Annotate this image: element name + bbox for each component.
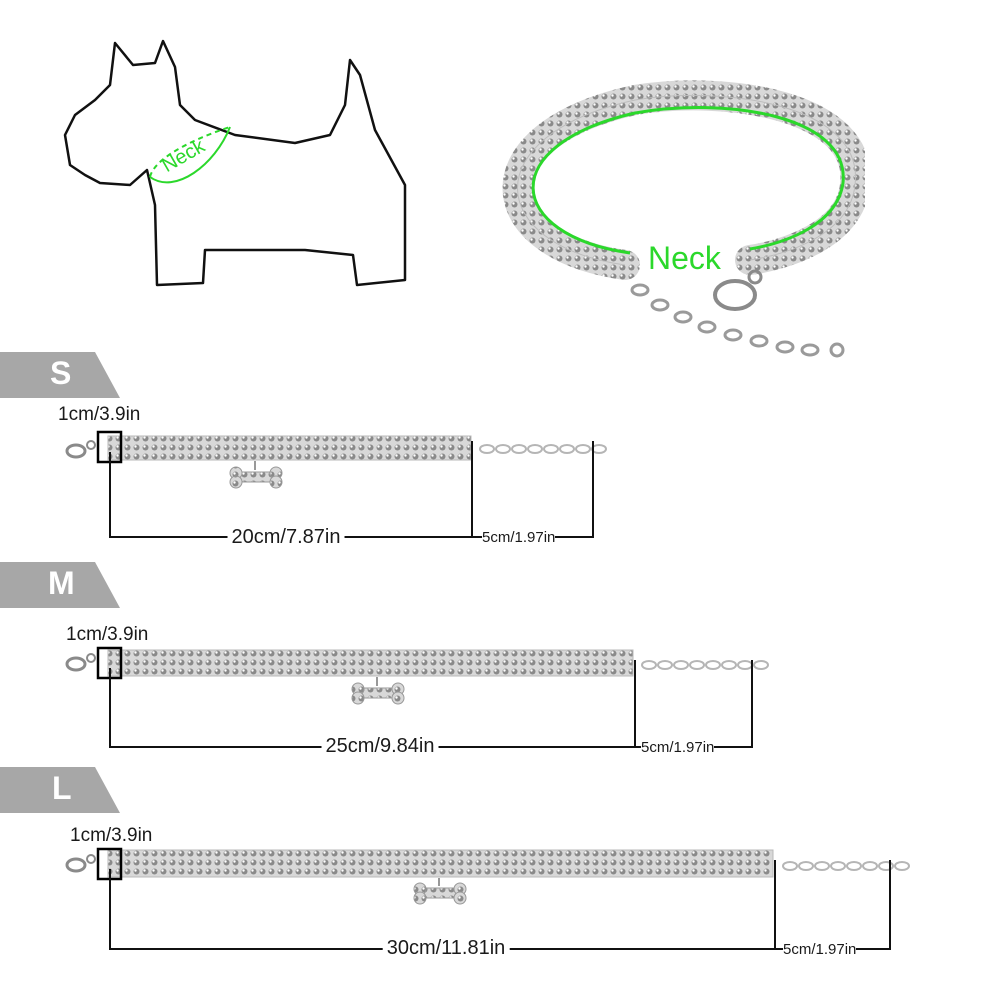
bone-charm-icon xyxy=(413,878,467,905)
dog-neck-band xyxy=(149,126,231,184)
collar-length-label: 20cm/7.87in xyxy=(227,526,345,549)
collar-neck-label: Neck xyxy=(648,240,721,276)
collar-width-label: 1cm/3.9in xyxy=(70,825,153,846)
size-tab-s: S xyxy=(0,352,120,398)
extension-length-label: 5cm/1.97in xyxy=(783,941,857,958)
collar-photo: Neck xyxy=(465,65,865,365)
size-tab-m: M xyxy=(0,562,120,608)
size-tab-l: L xyxy=(0,767,120,813)
collar-strip-m xyxy=(65,646,769,748)
collar-neck-line xyxy=(531,106,845,255)
dog-outline-figure: Neck xyxy=(55,35,425,325)
lobster-clasp-icon xyxy=(713,269,763,311)
clasp-icon xyxy=(65,653,96,672)
collar-chain xyxy=(630,283,845,358)
dog-silhouette xyxy=(63,39,407,287)
collar-length-label: 30cm/11.81in xyxy=(382,937,510,960)
extension-chain xyxy=(782,861,910,871)
extension-chain xyxy=(641,660,769,670)
bone-charm-icon xyxy=(351,677,405,705)
collar-strip-s xyxy=(65,430,607,538)
size-label: L xyxy=(52,770,72,806)
extension-chain xyxy=(479,444,607,454)
collar-length-label: 25cm/9.84in xyxy=(321,735,439,758)
clasp-icon xyxy=(65,854,96,873)
collar-width-label: 1cm/3.9in xyxy=(66,624,149,645)
extension-length-label: 5cm/1.97in xyxy=(482,529,556,546)
collar-width-label: 1cm/3.9in xyxy=(58,404,141,425)
size-label: S xyxy=(50,355,72,391)
size-label: M xyxy=(48,565,75,601)
extension-length-label: 5cm/1.97in xyxy=(641,739,715,756)
bone-charm-icon xyxy=(229,461,283,489)
collar-ring xyxy=(502,80,865,280)
clasp-icon xyxy=(65,440,96,459)
